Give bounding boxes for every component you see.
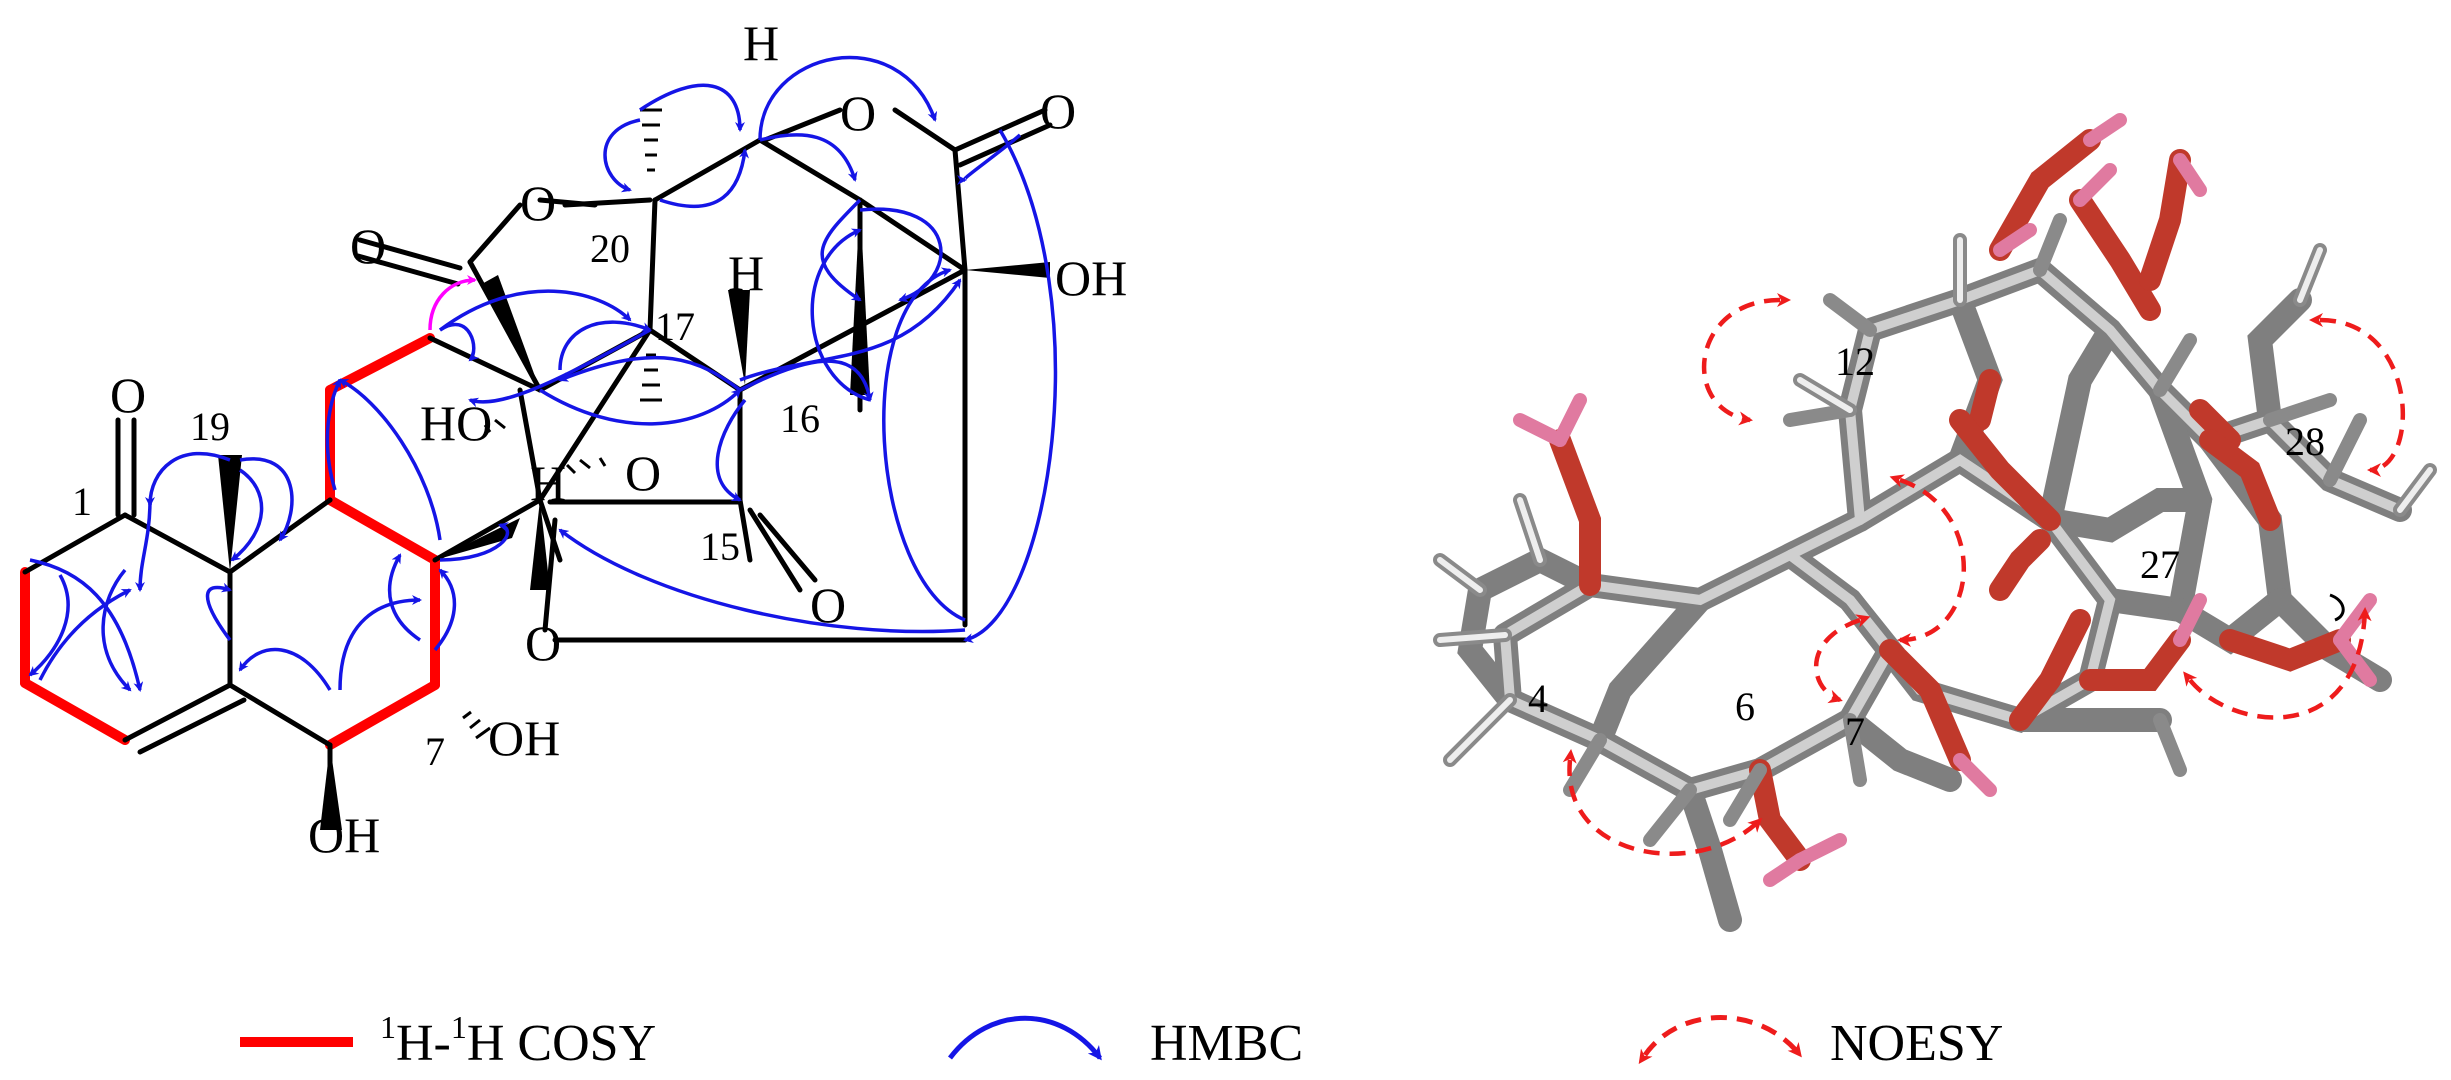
legend-hmbc-swatch xyxy=(948,1015,1102,1061)
skeleton-bonds xyxy=(22,107,1053,803)
position-17: 17 xyxy=(655,304,695,349)
legend-noesy-swatch xyxy=(1638,1015,1802,1065)
atom-o-c21: O xyxy=(350,218,386,274)
atom-ho-c14: HO xyxy=(420,395,492,451)
atom-o-carbonyl-top: O xyxy=(1040,83,1076,139)
atom-o-c15: O xyxy=(810,577,846,633)
hmbc-arrows xyxy=(28,55,1058,692)
label-3d-6: 6 xyxy=(1735,684,1755,729)
stereo-hook xyxy=(2329,593,2345,622)
cosy-highlight-arrow xyxy=(428,275,477,331)
atom-o-bridge: O xyxy=(625,445,661,501)
label-3d-4: 4 xyxy=(1528,676,1548,721)
position-20: 20 xyxy=(590,226,630,271)
label-3d-28: 28 xyxy=(2285,419,2325,464)
structure-2d: O O O O O O O O OH HO OH OH H H H 1 19 2… xyxy=(20,15,1127,863)
label-3d-27: 27 xyxy=(2140,542,2180,587)
legend-noesy-label: NOESY xyxy=(1830,1015,2003,1072)
label-3d-7: 7 xyxy=(1845,709,1865,754)
atom-h-bridge: H xyxy=(530,455,566,511)
oxygen-sticks xyxy=(1549,129,2351,871)
hashed-bonds xyxy=(462,108,662,740)
atom-o-ether: O xyxy=(525,615,561,671)
hydrogen-sticks xyxy=(1433,113,2437,887)
position-15: 15 xyxy=(700,524,740,569)
atom-o-lactone-top: O xyxy=(840,85,876,141)
atom-oh-c13: OH xyxy=(1055,250,1127,306)
atom-oh-c6: OH xyxy=(308,807,380,863)
position-16: 16 xyxy=(780,396,820,441)
atom-h-top: H xyxy=(743,15,779,71)
legend: 1H-1H COSY HMBC NOESY xyxy=(240,1009,2003,1072)
model-3d: 12 28 27 4 6 7 xyxy=(1433,113,2437,932)
legend-cosy-label: 1H-1H COSY xyxy=(380,1009,656,1072)
atom-h-16: H xyxy=(728,245,764,301)
legend-hmbc-label: HMBC xyxy=(1150,1015,1303,1072)
atom-oh-c7: OH xyxy=(488,710,560,766)
atom-o-c1: O xyxy=(110,367,146,423)
position-1: 1 xyxy=(72,479,92,524)
atom-o-lactone-20: O xyxy=(520,175,556,231)
carbon-sticks xyxy=(1457,256,2412,932)
label-3d-12: 12 xyxy=(1835,339,1875,384)
noesy-arrows xyxy=(1562,293,2405,856)
position-7: 7 xyxy=(425,729,445,774)
position-19: 19 xyxy=(190,404,230,449)
